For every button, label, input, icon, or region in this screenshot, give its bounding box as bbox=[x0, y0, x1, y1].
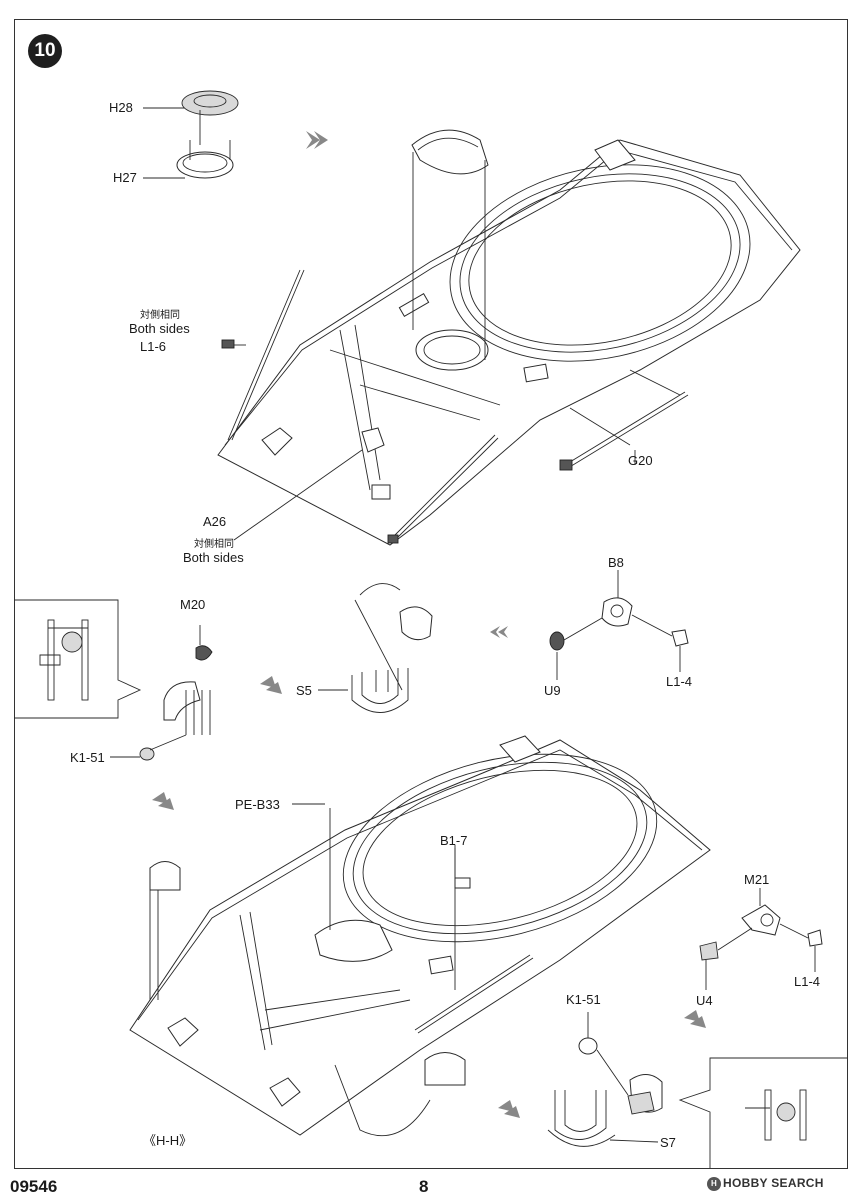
upper-hull-top-view bbox=[143, 107, 801, 546]
page-number: 8 bbox=[419, 1177, 429, 1196]
part-m20-bracket bbox=[110, 625, 213, 761]
label-both-sides-en-2: Both sides bbox=[183, 550, 244, 565]
label-a26: A26 bbox=[203, 514, 227, 529]
part-m21-u4-l1-4 bbox=[699, 888, 823, 990]
direction-arrows bbox=[152, 131, 706, 1118]
label-both-sides-cn-2: 対側相同 bbox=[194, 539, 234, 550]
label-b1-7: B1-7 bbox=[440, 833, 468, 848]
part-h28-h27 bbox=[176, 90, 239, 179]
label-pe-b33: PE-B33 bbox=[235, 797, 280, 812]
label-k1-51-top: K1-51 bbox=[70, 750, 105, 765]
label-both-sides-cn-1: 対側相同 bbox=[140, 310, 180, 321]
label-h27: H27 bbox=[113, 170, 137, 185]
label-l1-4-bottom: L1-4 bbox=[794, 974, 821, 989]
product-code: 09546 bbox=[10, 1177, 58, 1196]
label-b8: B8 bbox=[608, 555, 624, 570]
part-k1-51-s7 bbox=[547, 1012, 663, 1147]
label-l1-4-top: L1-4 bbox=[666, 674, 693, 689]
label-h28: H28 bbox=[109, 100, 133, 115]
label-g20: G20 bbox=[628, 453, 653, 468]
lower-hull-view bbox=[129, 735, 711, 1137]
part-b8-u9-l1-4 bbox=[549, 570, 689, 680]
label-both-sides-en-1: Both sides bbox=[129, 321, 190, 336]
label-view-hh: 《H-H》 bbox=[143, 1133, 193, 1148]
label-u9: U9 bbox=[544, 683, 561, 698]
label-m21: M21 bbox=[744, 872, 770, 887]
label-l1-6: L1-6 bbox=[140, 339, 167, 354]
label-m20: M20 bbox=[180, 597, 206, 612]
label-s5: S5 bbox=[296, 683, 312, 698]
part-s5 bbox=[318, 583, 433, 713]
step-number-badge: 10 bbox=[28, 34, 62, 68]
watermark-text: HOBBY SEARCH bbox=[723, 1176, 824, 1190]
page-frame bbox=[14, 19, 848, 1169]
label-s7: S7 bbox=[660, 1135, 676, 1150]
label-u4: U4 bbox=[696, 993, 713, 1008]
detail-inset-right bbox=[678, 1057, 848, 1168]
hobby-search-logo-icon: H bbox=[707, 1176, 721, 1191]
detail-inset-left bbox=[14, 599, 142, 719]
label-k1-51-bottom: K1-51 bbox=[566, 992, 601, 1007]
